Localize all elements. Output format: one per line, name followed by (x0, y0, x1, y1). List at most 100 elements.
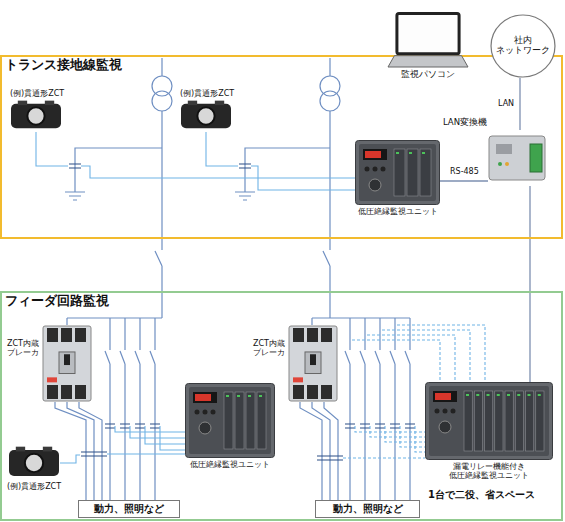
zct-sensor-figure-part (181, 104, 231, 128)
monitor-unit-figure-part (420, 149, 431, 196)
monitor-unit-figure (185, 383, 275, 458)
node-label: 動力、照明など (333, 503, 403, 515)
note-label: 1台で二役、省スペース (428, 488, 535, 502)
node-label: 動力、照明など (94, 503, 164, 515)
lan-converter: LAN変換機 (488, 130, 546, 186)
monitor-pc-figure (386, 12, 470, 68)
node-label: LAN変換機 (443, 118, 487, 128)
monitor-unit-figure-part (505, 391, 513, 451)
monitor-unit-figure-part (394, 149, 405, 196)
power-wire-part (320, 76, 340, 96)
zct-sensor-figure-part (188, 101, 197, 105)
zct-breaker-figure-part (307, 385, 318, 399)
power-wire (55, 58, 410, 500)
lan-converter-figure-part (498, 162, 502, 166)
monitor-pc-figure-part (397, 14, 459, 54)
zct-sensor-figure-part (18, 101, 27, 105)
monitor-unit-figure-part (359, 144, 436, 201)
lan-converter-figure-part (505, 162, 509, 166)
monitor-unit-figure-part (199, 422, 211, 434)
monitor-unit-figure-part (224, 392, 233, 449)
zct-sensor-figure-part (16, 447, 25, 452)
monitor-unit-figure-part (407, 149, 418, 196)
monitor-unit-figure-part (211, 410, 216, 415)
signal-wire-dashed-part (352, 325, 485, 382)
zct-breaker-figure-part (293, 377, 303, 382)
zct-breaker-figure-part (75, 385, 86, 399)
monitor-unit-figure-part (538, 394, 541, 396)
zct-breaker-figure-part (64, 354, 70, 365)
monitor-unit-figure-part (451, 409, 456, 414)
monitor-unit-figure-part (363, 149, 387, 160)
zct-sensor-figure-part (45, 101, 54, 105)
node-label: 漏電リレー機能付き 低圧絶縁監視ユニット (437, 462, 541, 480)
node-label: 社内 ネットワーク (494, 36, 552, 56)
power-wire-part (150, 318, 155, 500)
lan-converter-figure-part (530, 144, 542, 172)
monitor-unit-figure-part (235, 392, 244, 449)
section-band: トランス接地線監視 (例)貫通形ZCT (例)貫通形ZCT 低圧絶縁監視ユニット LAN… (0, 55, 563, 239)
monitor-unit-figure-part (257, 392, 266, 449)
signal-wire-dashed-part (343, 457, 425, 458)
power-wire-part (320, 91, 340, 111)
power-wire-part (405, 318, 410, 500)
zct-breaker-figure-part (43, 326, 91, 401)
signal-wire-part (60, 454, 185, 463)
monitor-unit-figure-part (246, 392, 255, 449)
node-label: ZCT内蔵 ブレーカ (1, 339, 39, 357)
monitor-unit-figure-part (226, 395, 229, 397)
edge-label: RS-485 (449, 167, 480, 176)
node-label: ZCT内蔵 ブレーカ (247, 339, 285, 357)
node-label: (例)貫通形ZCT (7, 482, 61, 491)
zct-breaker-figure-part (61, 328, 72, 342)
monitor-unit-figure-part (466, 394, 469, 396)
load-box: 動力、照明など (315, 500, 420, 518)
power-wire-part (360, 318, 365, 500)
power-wire-part (152, 76, 172, 96)
monitor-unit-figure-part (259, 395, 262, 397)
network-cloud-figure-part (491, 15, 555, 77)
signal-wire-dashed (343, 325, 485, 458)
node-label: (例)貫通形ZCT (10, 89, 64, 98)
zct-breaker-figure-part (47, 377, 57, 382)
signal-wire-part (206, 132, 355, 190)
section-title: トランス接地線監視 (5, 58, 122, 72)
monitor-unit-figure-part (476, 394, 479, 396)
monitor-unit-figure-part (485, 391, 493, 451)
zct-breaker-figure-part (289, 326, 337, 401)
zct-breaker-figure-part (307, 328, 318, 342)
zct-sensor-figure-part (215, 101, 224, 105)
power-wire-part (65, 192, 255, 200)
power-wire-part (152, 91, 172, 111)
monitor-unit-figure-part (429, 386, 549, 456)
monitor-unit-figure-part (526, 391, 534, 451)
zct-sensor-figure (180, 100, 232, 132)
node-label: 低圧絶縁監視ユニット (358, 207, 438, 216)
zct-breaker-figure-part (75, 328, 86, 342)
node-label: 低圧絶縁監視ユニット (190, 460, 270, 469)
zct-breaker-figure-part (47, 385, 58, 399)
section-band: フィーダ回路監視ZCT内蔵 ブレーカZCT内蔵 ブレーカ低圧絶縁監視ユニット漏電… (0, 291, 563, 521)
lan-converter-figure-part (489, 136, 545, 180)
network-connector (529, 186, 530, 382)
monitor-unit-figure-part (195, 394, 211, 401)
monitor-unit-figure-part (193, 392, 217, 403)
zct-sensor: (例)貫通形ZCT (10, 100, 62, 132)
monitor-unit-figure-part (381, 167, 386, 172)
zct-breaker-figure-part (61, 385, 72, 399)
monitor-pc: 監視パソコン (386, 12, 470, 68)
monitor-unit: 低圧絶縁監視ユニット (355, 140, 440, 205)
monitor-unit-figure-part (369, 179, 381, 191)
zct-ring-mark-part (81, 452, 107, 456)
power-wire-part (75, 148, 330, 192)
monitor-unit-figure-part (186, 384, 275, 458)
power-wire-part (135, 318, 140, 500)
zct-breaker: ZCT内蔵 ブレーカ (42, 325, 92, 402)
zct-sensor: (例)貫通形ZCT (8, 446, 60, 480)
signal-wire-part (36, 132, 355, 178)
power-wire-part (67, 318, 162, 325)
node-label: (例)貫通形ZCT (180, 89, 234, 98)
monitor-unit-figure (425, 382, 553, 460)
power-wire-part (375, 318, 380, 500)
monitor-unit-figure (355, 140, 440, 205)
